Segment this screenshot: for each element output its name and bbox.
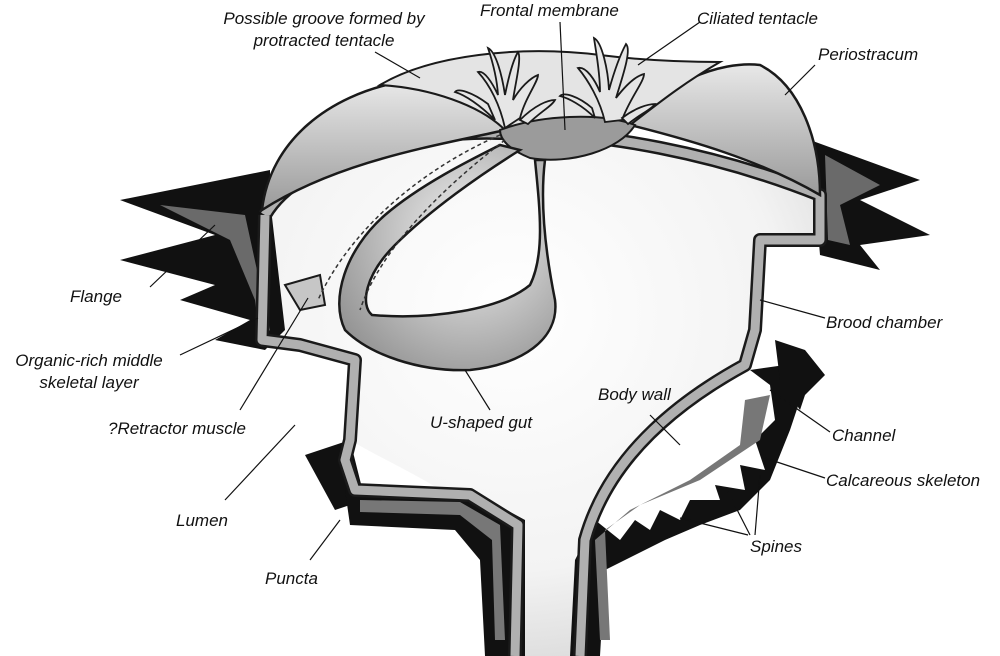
leader-puncta [309, 519, 341, 561]
leader-spines-2 [727, 491, 751, 536]
retractor-muscle [283, 273, 327, 312]
channel-skeleton-bit [775, 340, 825, 410]
leader-calcareous [764, 457, 826, 479]
leader-spines-3 [754, 474, 761, 536]
retractor-dashed-line-2 [359, 139, 506, 311]
body-cavity [265, 127, 815, 656]
left-flange-inner-layer [160, 205, 270, 340]
label-periostracum: Periostracum [818, 45, 919, 64]
leader-frontal-membrane [559, 21, 566, 131]
lower-left-skeleton-2 [345, 490, 525, 656]
leader-gut [464, 369, 491, 411]
label-u-shaped-gut: U-shaped gut [430, 413, 533, 432]
lower-right-skeleton [570, 365, 800, 656]
label-lumen: Lumen [176, 511, 228, 530]
label-channel: Channel [832, 426, 896, 445]
leader-periostracum [784, 64, 816, 96]
leader-lumen [224, 424, 296, 501]
label-body-wall: Body wall [598, 385, 671, 404]
leader-groove [374, 51, 421, 79]
label-possible-groove-line2: protracted tentacle [253, 31, 395, 50]
label-organic-rich-line2: skeletal layer [39, 373, 139, 392]
label-puncta: Puncta [265, 569, 318, 588]
label-calcareous-skeleton: Calcareous skeleton [826, 471, 981, 490]
label-ciliated-tentacle: Ciliated tentacle [697, 9, 818, 28]
label-retractor-muscle: ?Retractor muscle [108, 419, 246, 438]
u-shaped-gut [338, 143, 557, 372]
lower-right-skeleton-inner [595, 395, 770, 640]
label-organic-rich: Organic-rich middle skeletal layer [0, 350, 178, 394]
leader-lines [149, 21, 831, 561]
retractor-dashed-line-1 [317, 134, 501, 301]
leader-ciliated-tentacle [637, 21, 701, 66]
leader-flange [149, 224, 216, 288]
label-brood-chamber: Brood chamber [826, 313, 943, 332]
leader-body-wall [649, 414, 681, 446]
label-frontal-membrane: Frontal membrane [480, 1, 619, 20]
label-possible-groove-line1: Possible groove formed by [223, 9, 425, 28]
leader-retractor [239, 297, 309, 411]
label-flange: Flange [70, 287, 122, 306]
label-spines: Spines [750, 537, 802, 556]
label-possible-groove: Possible groove formed by protracted ten… [200, 8, 448, 52]
leader-spines-1 [679, 517, 749, 536]
ciliated-tentacles-right [558, 36, 657, 126]
leader-brood-chamber [759, 299, 826, 319]
label-organic-rich-line1: Organic-rich middle [15, 351, 163, 370]
right-flange-inner-layer [825, 155, 880, 245]
ciliated-tentacles-left [453, 46, 557, 130]
leader-organic-rich [179, 317, 259, 356]
leader-channel [769, 389, 831, 433]
